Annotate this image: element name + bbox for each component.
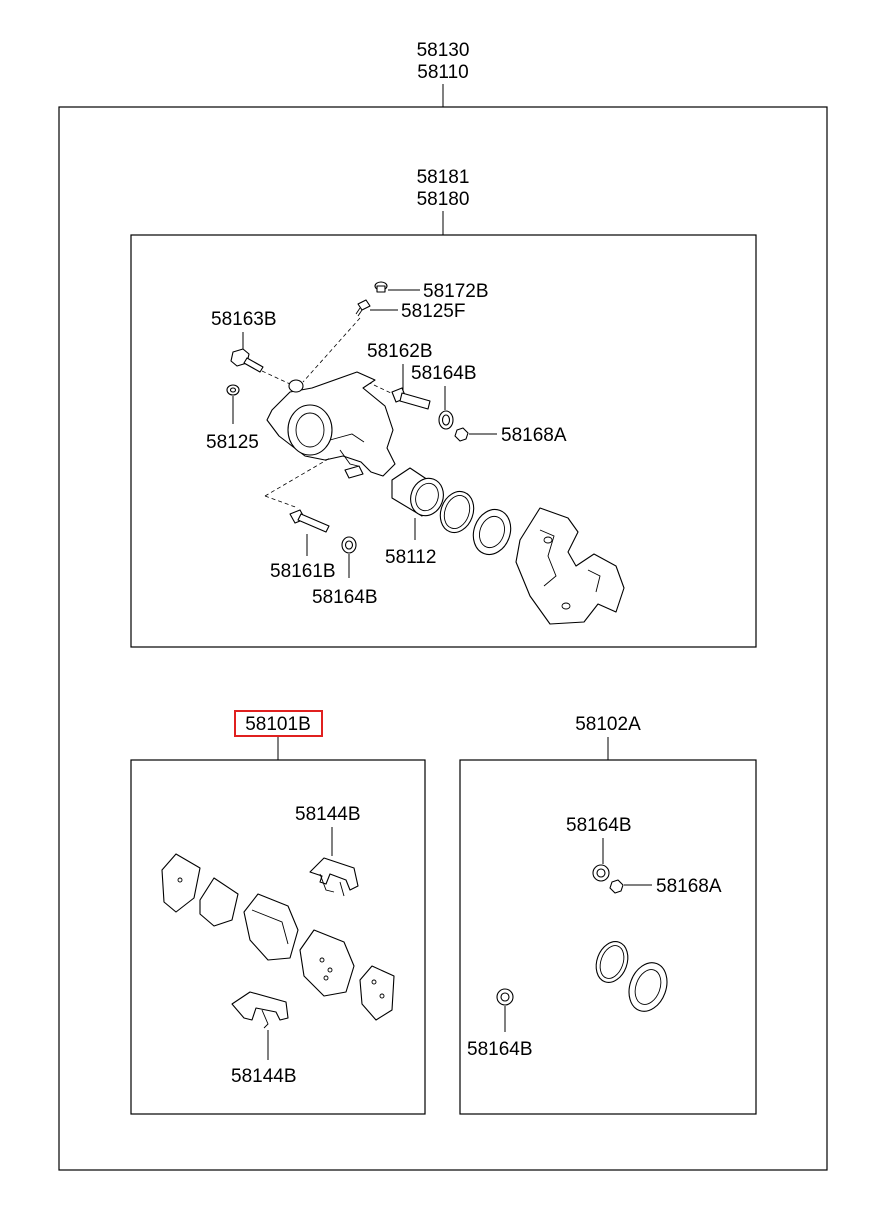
assembly-label-2: 58110	[417, 62, 468, 83]
pad-kit-highlight	[234, 710, 323, 737]
bolt-58163B-part[interactable]	[230, 348, 264, 373]
boot-58164B-kit-bottom-part[interactable]	[496, 988, 514, 1006]
shim-left-part[interactable]	[161, 853, 201, 913]
caliper-group-label-2: 58180	[417, 189, 470, 210]
dust-boot-part[interactable]	[467, 504, 517, 560]
pad-outer-part[interactable]	[299, 929, 355, 997]
bolt-58161B-part[interactable]	[289, 509, 330, 533]
label-58172B: 58172B	[423, 281, 489, 302]
dust-boot-kit-part[interactable]	[623, 957, 674, 1016]
label-58125F: 58125F	[401, 301, 465, 322]
label-58125: 58125	[206, 432, 259, 453]
seal-kit-label[interactable]: 58102A	[575, 714, 641, 735]
piston-seal-kit-part[interactable]	[591, 937, 634, 987]
piston-58112-part[interactable]	[391, 467, 449, 520]
label-58144B-top: 58144B	[295, 804, 361, 825]
cap-58168A-part[interactable]	[454, 427, 469, 442]
boot-58164B-lower-part[interactable]	[341, 536, 357, 554]
caliper-bracket-part[interactable]	[515, 507, 625, 625]
guide-pin-58162B-part[interactable]	[391, 387, 431, 410]
boot-58164B-upper-part[interactable]	[438, 410, 454, 430]
boot-58164B-kit-top-part[interactable]	[592, 864, 610, 882]
anti-rattle-clip-top-part[interactable]	[309, 857, 359, 897]
shim-right-part[interactable]	[359, 965, 395, 1021]
pad-inner-part[interactable]	[243, 893, 299, 961]
label-58161B: 58161B	[270, 561, 336, 582]
label-58164B-kit-bottom: 58164B	[467, 1039, 533, 1060]
anti-rattle-clip-bottom-part[interactable]	[231, 991, 289, 1029]
seal-kit-box	[459, 759, 757, 1115]
label-58144B-bottom: 58144B	[231, 1066, 297, 1087]
label-58164B-kit-top: 58164B	[566, 815, 632, 836]
bleeder-cap-part[interactable]	[374, 281, 388, 293]
assembly-outer-box	[58, 106, 828, 1171]
bleeder-screw-part[interactable]	[355, 299, 371, 317]
pad-kit-box	[130, 759, 426, 1115]
caliper-body-part[interactable]	[266, 371, 396, 479]
label-58162B: 58162B	[367, 341, 433, 362]
pad-kit-label[interactable]: 58101B	[245, 714, 311, 735]
label-58168A: 58168A	[501, 425, 567, 446]
label-58168A-kit: 58168A	[656, 876, 722, 897]
cap-58168A-kit-part[interactable]	[609, 879, 624, 894]
piston-seal-part[interactable]	[435, 487, 479, 537]
assembly-label-1: 58130	[417, 40, 470, 61]
washer-58125-part[interactable]	[226, 384, 240, 396]
label-58164B-lower: 58164B	[312, 587, 378, 608]
label-58163B: 58163B	[211, 309, 277, 330]
caliper-group-box	[130, 234, 757, 648]
label-58112: 58112	[385, 547, 436, 568]
shim-inner-left-part[interactable]	[199, 877, 239, 927]
label-58164B-upper: 58164B	[411, 363, 477, 384]
caliper-group-label-1: 58181	[417, 167, 470, 188]
